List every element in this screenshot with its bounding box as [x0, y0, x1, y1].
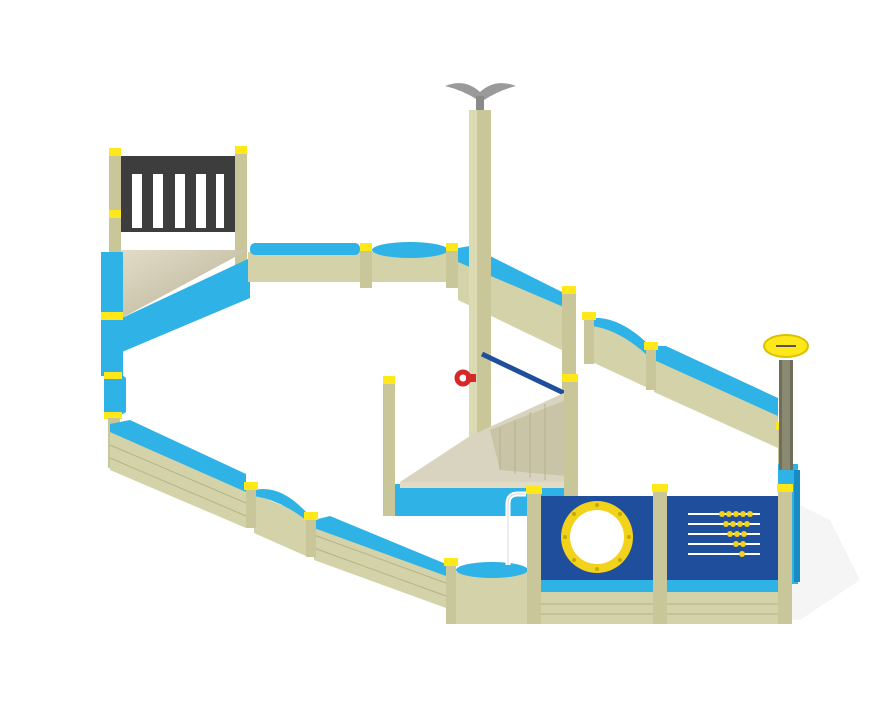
- abacus-panel: [667, 496, 779, 580]
- post-cap: [109, 148, 121, 156]
- post-cap: [235, 146, 247, 154]
- compass-post: [763, 334, 809, 470]
- mast: [445, 83, 516, 444]
- seat-pad: [110, 420, 246, 492]
- stern-deck-front-panel: [122, 258, 250, 352]
- seat-pad: [372, 242, 448, 258]
- steering-assembly: [454, 351, 568, 397]
- seat-pad: [592, 317, 650, 356]
- seat-pad: [254, 488, 306, 520]
- seat-pad: [250, 243, 360, 255]
- seat-pad: [456, 562, 528, 578]
- seat-pad: [314, 516, 446, 576]
- front-left-wall: [109, 420, 447, 608]
- stern-deck: [109, 146, 250, 352]
- abacus-icon: [688, 511, 760, 557]
- seat-pad: [654, 346, 778, 416]
- seagull-figure-icon: [445, 83, 516, 100]
- stern-deck-floor: [121, 250, 248, 318]
- post-cap: [109, 210, 121, 218]
- tiller-bar: [480, 351, 568, 397]
- front-wall: [444, 484, 793, 624]
- back-wall: [248, 242, 458, 288]
